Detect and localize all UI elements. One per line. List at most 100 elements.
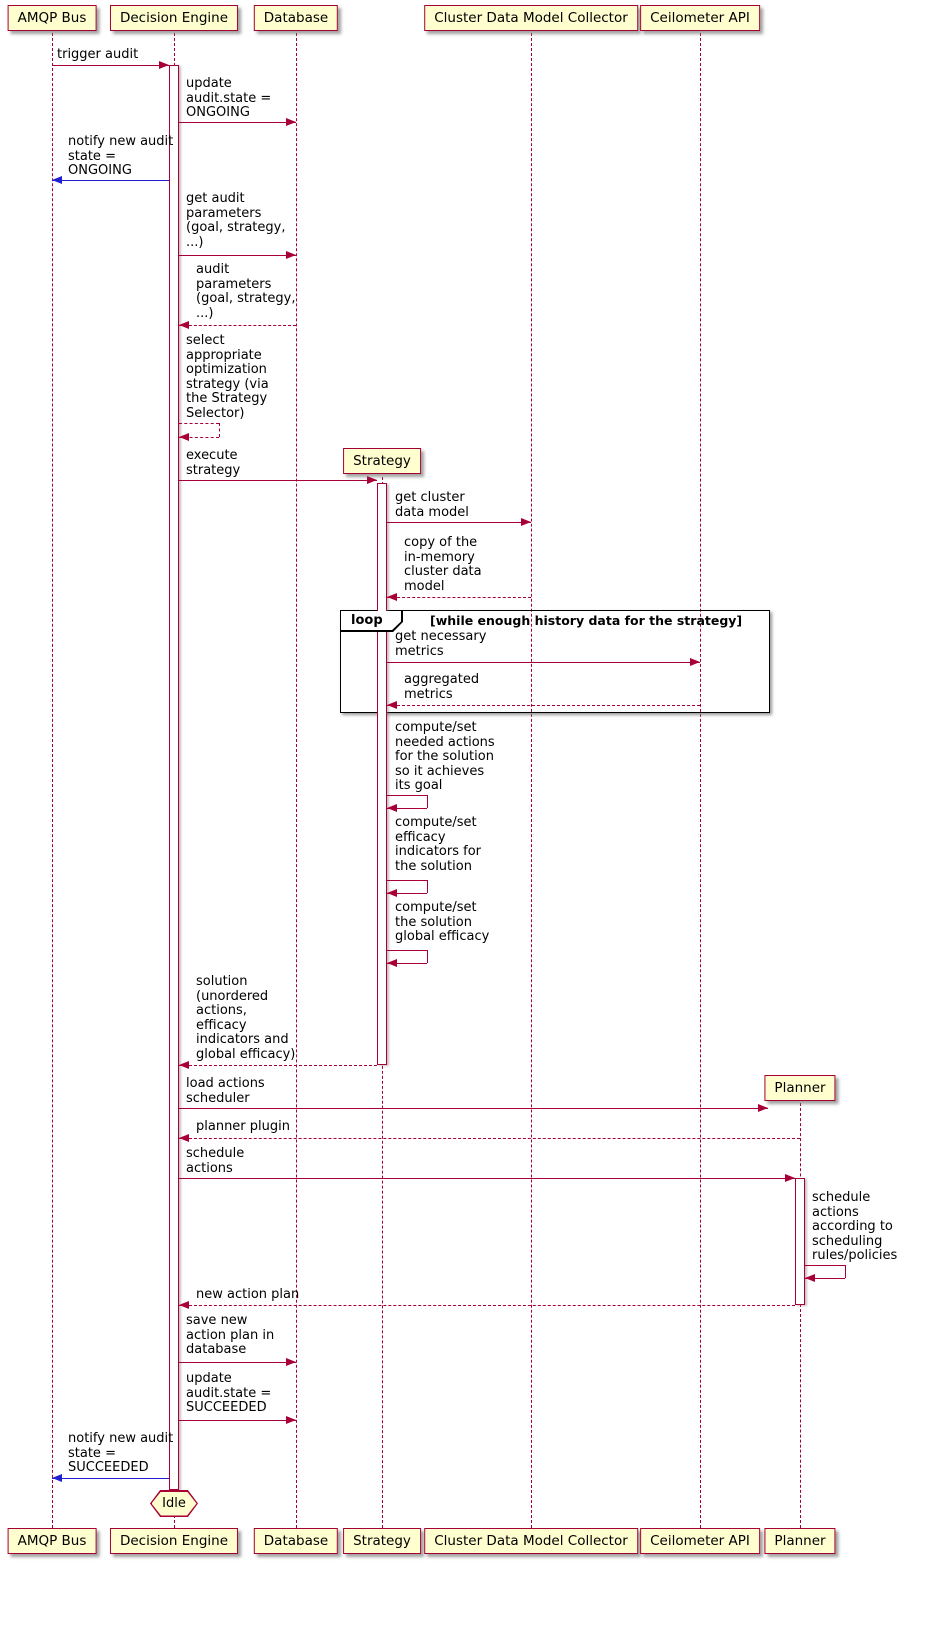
- msg-compute-global-efficacy-label: compute/set the solution global efficacy: [395, 900, 490, 944]
- msg-schedule-actions-self-arrowhead: [805, 1274, 815, 1282]
- msg-return-cluster-data-model-label: copy of the in-memory cluster data model: [404, 535, 482, 594]
- planner-lifeline: [800, 1103, 801, 1528]
- msg-update-audit-state-succeeded-arrowhead: [286, 1416, 296, 1424]
- msg-execute-strategy-line: [179, 480, 377, 481]
- msg-compute-needed-actions-line-out: [387, 795, 427, 796]
- strategy-top-box: Strategy: [343, 448, 421, 474]
- msg-return-planner-plugin-label: planner plugin: [196, 1119, 290, 1134]
- msg-schedule-actions-label: schedule actions: [186, 1146, 245, 1176]
- msg-return-solution-arrowhead: [179, 1061, 189, 1069]
- database-bottom-box: Database: [253, 1528, 339, 1554]
- msg-get-necessary-metrics-line: [387, 662, 700, 663]
- msg-compute-efficacy-indicators-line-back: [387, 893, 427, 894]
- end-state-hexagon: Idle: [150, 1490, 198, 1517]
- loop-operator-label: loop: [351, 613, 383, 628]
- msg-update-audit-state-ongoing-arrowhead: [286, 118, 296, 126]
- msg-select-optimization-strategy-line-back: [179, 437, 219, 438]
- loop-tab: [341, 611, 403, 632]
- msg-select-optimization-strategy-label: select appropriate optimization strategy…: [186, 333, 269, 421]
- database-top-box: Database: [253, 5, 339, 31]
- msg-get-audit-parameters-arrowhead: [286, 251, 296, 259]
- database-lifeline: [296, 33, 297, 1528]
- msg-update-audit-state-ongoing-label: update audit.state = ONGOING: [186, 76, 272, 120]
- msg-save-action-plan-arrowhead: [286, 1358, 296, 1366]
- msg-get-necessary-metrics-arrowhead: [690, 658, 700, 666]
- msg-load-actions-scheduler-line: [179, 1108, 768, 1109]
- ceilometer-api-top-box: Ceilometer API: [640, 5, 760, 31]
- ceilometer-api-bottom-box: Ceilometer API: [640, 1528, 760, 1554]
- msg-select-optimization-strategy-line-out: [179, 423, 219, 424]
- msg-trigger-audit-line: [52, 65, 169, 66]
- strategy-bottom-box: Strategy: [343, 1528, 421, 1554]
- cluster-data-model-collector-lifeline: [531, 33, 532, 1528]
- msg-update-audit-state-ongoing-line: [179, 122, 296, 123]
- msg-compute-efficacy-indicators-line-out: [387, 880, 427, 881]
- msg-schedule-actions-line: [179, 1178, 795, 1179]
- msg-return-aggregated-metrics-line: [387, 705, 700, 706]
- msg-compute-needed-actions-arrowhead: [387, 804, 397, 812]
- msg-get-audit-parameters-label: get audit parameters (goal, strategy, ..…: [186, 191, 286, 250]
- msg-return-audit-parameters-arrowhead: [179, 321, 189, 329]
- msg-notify-new-audit-state-succeeded-label: notify new audit state = SUCCEEDED: [68, 1431, 174, 1475]
- msg-return-planner-plugin-arrowhead: [179, 1134, 189, 1142]
- end-state-label: Idle: [162, 1496, 186, 1511]
- msg-save-action-plan-line: [179, 1362, 296, 1363]
- decision-engine-top-box: Decision Engine: [109, 5, 239, 31]
- loop-frame: [340, 610, 770, 713]
- msg-get-audit-parameters-line: [179, 255, 296, 256]
- ceilometer-api-lifeline: [700, 33, 701, 1528]
- msg-compute-efficacy-indicators-label: compute/set efficacy indicators for the …: [395, 815, 482, 874]
- msg-notify-new-audit-state-ongoing-label: notify new audit state = ONGOING: [68, 134, 174, 178]
- msg-schedule-actions-self-label: schedule actions according to scheduling…: [812, 1190, 898, 1263]
- msg-compute-efficacy-indicators-arrowhead: [387, 889, 397, 897]
- msg-notify-new-audit-state-succeeded-arrowhead: [52, 1474, 62, 1482]
- cluster-data-model-collector-top-box: Cluster Data Model Collector: [424, 5, 638, 31]
- msg-notify-new-audit-state-ongoing-line: [52, 180, 169, 181]
- msg-schedule-actions-arrowhead: [785, 1174, 795, 1182]
- end-state-hexagon-face: [151, 1491, 197, 1516]
- msg-return-aggregated-metrics-arrowhead: [387, 701, 397, 709]
- msg-compute-needed-actions-line-back: [387, 808, 427, 809]
- msg-trigger-audit-label: trigger audit: [57, 47, 139, 62]
- loop-tab-face: [341, 611, 402, 631]
- amqp-bus-top-box: AMQP Bus: [7, 5, 97, 31]
- cluster-data-model-collector-bottom-box: Cluster Data Model Collector: [424, 1528, 638, 1554]
- msg-compute-needed-actions-label: compute/set needed actions for the solut…: [395, 720, 495, 793]
- msg-compute-global-efficacy-line-back: [387, 963, 427, 964]
- planner-top-box: Planner: [764, 1075, 836, 1101]
- msg-compute-efficacy-indicators-line-down: [427, 880, 428, 893]
- msg-notify-new-audit-state-ongoing-arrowhead: [52, 176, 62, 184]
- msg-compute-global-efficacy-line-down: [427, 950, 428, 963]
- msg-return-planner-plugin-line: [179, 1138, 800, 1139]
- msg-get-cluster-data-model-label: get cluster data model: [395, 490, 469, 520]
- msg-return-cluster-data-model-line: [387, 597, 531, 598]
- msg-notify-new-audit-state-succeeded-line: [52, 1478, 169, 1479]
- msg-schedule-actions-self-line-back: [805, 1278, 845, 1279]
- msg-save-action-plan-label: save new action plan in database: [186, 1313, 275, 1357]
- msg-schedule-actions-self-line-out: [805, 1265, 845, 1266]
- msg-trigger-audit-arrowhead: [159, 61, 169, 69]
- planner-activation: [795, 1178, 805, 1305]
- msg-compute-global-efficacy-line-out: [387, 950, 427, 951]
- planner-bottom-box: Planner: [764, 1528, 836, 1554]
- strategy-activation: [377, 483, 387, 1065]
- msg-compute-global-efficacy-arrowhead: [387, 959, 397, 967]
- msg-return-new-action-plan-line: [179, 1305, 795, 1306]
- decision-engine-bottom-box: Decision Engine: [109, 1528, 239, 1554]
- msg-get-cluster-data-model-arrowhead: [521, 518, 531, 526]
- msg-load-actions-scheduler-arrowhead: [758, 1104, 768, 1112]
- msg-execute-strategy-arrowhead: [367, 476, 377, 484]
- msg-select-optimization-strategy-line-down: [219, 423, 220, 437]
- msg-update-audit-state-succeeded-label: update audit.state = SUCCEEDED: [186, 1371, 272, 1415]
- msg-return-aggregated-metrics-label: aggregated metrics: [404, 672, 480, 702]
- msg-get-cluster-data-model-line: [387, 522, 531, 523]
- msg-return-solution-line: [179, 1065, 377, 1066]
- msg-return-new-action-plan-arrowhead: [179, 1301, 189, 1309]
- msg-update-audit-state-succeeded-line: [179, 1420, 296, 1421]
- msg-return-solution-label: solution (unordered actions, efficacy in…: [196, 974, 296, 1062]
- msg-get-necessary-metrics-label: get necessary metrics: [395, 629, 487, 659]
- msg-return-cluster-data-model-arrowhead: [387, 593, 397, 601]
- msg-execute-strategy-label: execute strategy: [186, 448, 241, 478]
- loop-condition-label: [while enough history data for the strat…: [430, 613, 743, 628]
